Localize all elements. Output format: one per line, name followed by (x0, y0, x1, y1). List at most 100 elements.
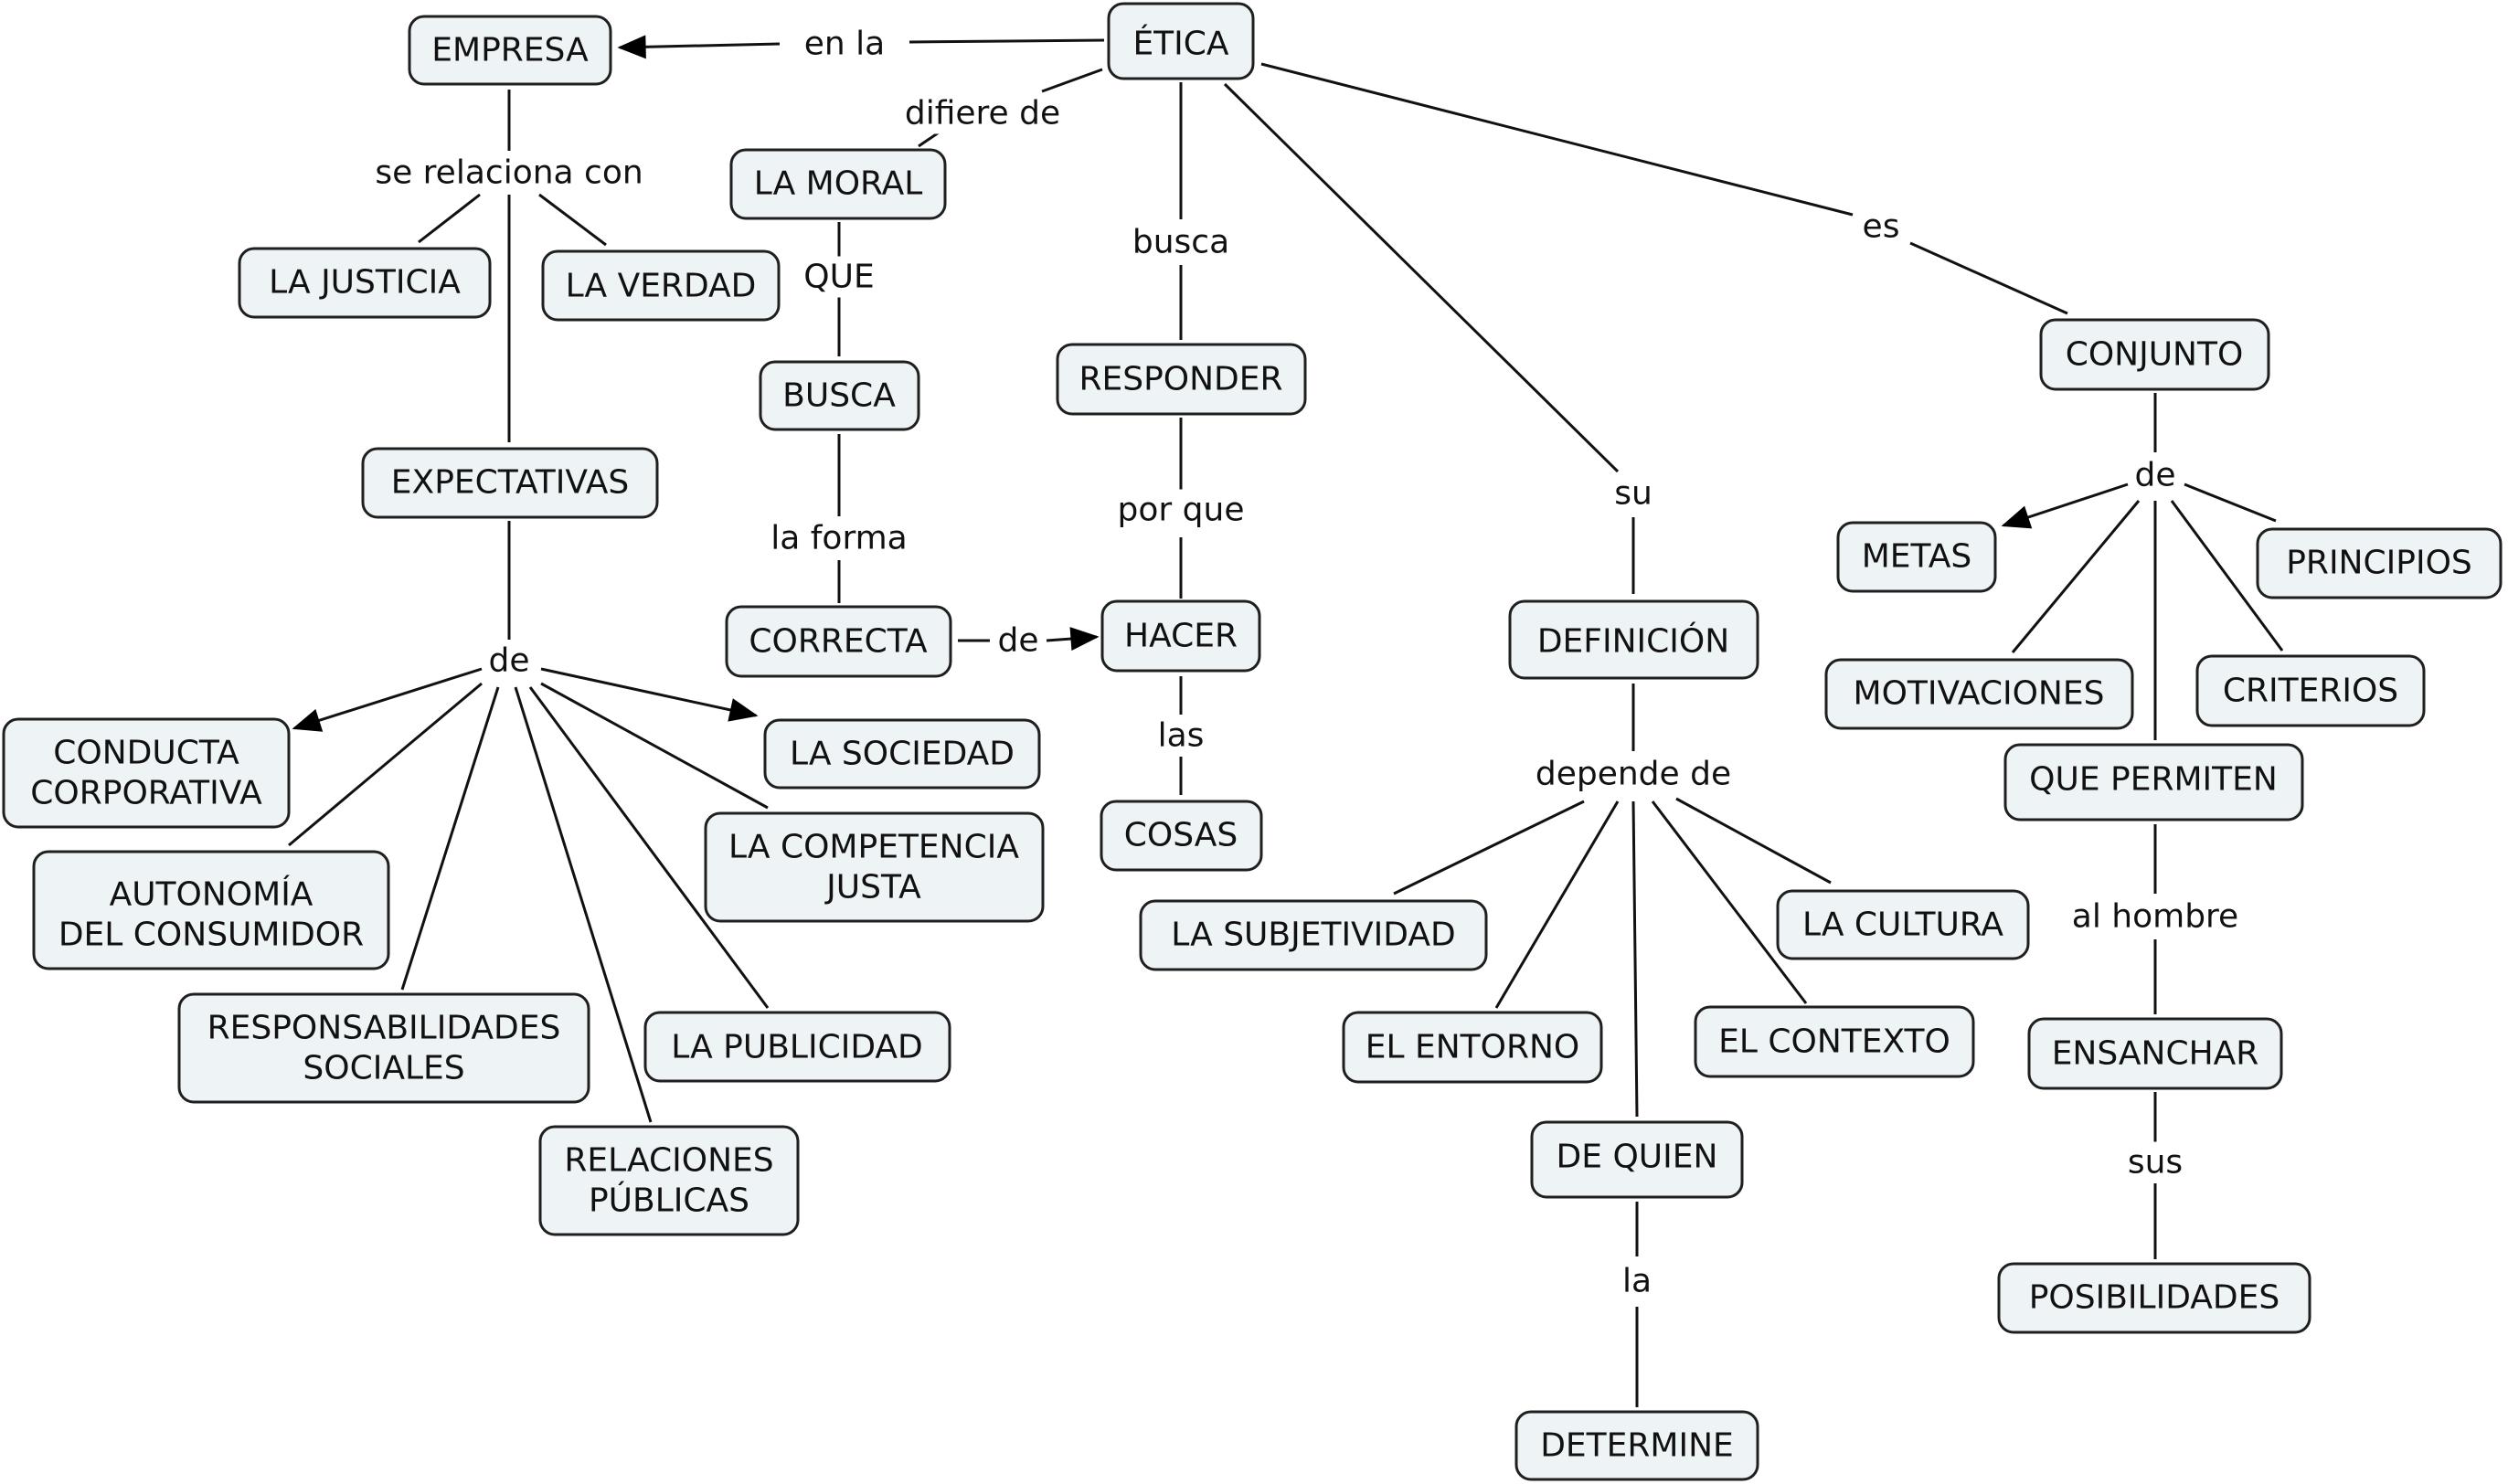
link-label-de-conjunto: de (2135, 457, 2176, 494)
link-label-sus: sus (2128, 1144, 2183, 1182)
node-label: ENSANCHAR (2052, 1035, 2259, 1073)
link-label-backing (1152, 715, 1210, 757)
edge-de-conducta (292, 667, 483, 732)
node-label: LA SUBJETIVIDAD (1171, 917, 1456, 954)
link-label-las: las (1158, 717, 1205, 755)
node-label: RESPONDER (1079, 361, 1282, 398)
link-label-backing (765, 517, 913, 559)
node-label-line-2: DEL CONSUMIDOR (58, 917, 364, 954)
link-label-en-la: en la (804, 26, 885, 63)
node-label: EL CONTEXTO (1718, 1023, 1950, 1061)
node-determine[interactable]: DETERMINE (1514, 1410, 1759, 1481)
node-label-line-1: CONDUCTA (53, 735, 239, 772)
node-autonomia-del-consumidor[interactable]: AUTONOMÍA DEL CONSUMIDOR (32, 850, 390, 970)
node-la-subjetividad[interactable]: LA SUBJETIVIDAD (1139, 899, 1488, 971)
link-label-backing (483, 640, 536, 682)
edge-etica-difiere (1041, 68, 1103, 93)
node-label-line-1: AUTONOMÍA (110, 875, 314, 914)
node-label: EMPRESA (431, 32, 589, 69)
node-label-line-1: LA COMPETENCIA (728, 829, 1019, 866)
node-label-line-2: JUSTA (824, 869, 921, 906)
edge-de-motivaciones (2011, 500, 2141, 653)
link-label-backing (1111, 489, 1250, 531)
node-empresa[interactable]: EMPRESA (408, 15, 612, 86)
node-relaciones-publicas[interactable]: RELACIONES PÚBLICAS (538, 1125, 800, 1236)
node-label: EXPECTATIVAS (391, 464, 629, 502)
node-criterios[interactable]: CRITERIOS (2195, 654, 2426, 727)
node-el-contexto[interactable]: EL CONTEXTO (1694, 1005, 1975, 1078)
link-label-la: la (1622, 1263, 1652, 1300)
link-label-backing (2129, 454, 2182, 496)
node-label: METAS (1862, 538, 1971, 576)
edge-depende-entorno (1494, 800, 1620, 1009)
node-label: LA MORAL (754, 165, 923, 203)
edge-de-publicidad (528, 686, 770, 1009)
node-label: CRITERIOS (2223, 673, 2398, 710)
edge-de-sociedad (540, 667, 759, 722)
node-definicion[interactable]: DEFINICIÓN (1508, 599, 1759, 680)
link-label-backing (1616, 1260, 1658, 1302)
link-labels: en la difiere de busca su es se relacion… (369, 23, 2245, 1302)
node-metas[interactable]: METAS (1836, 521, 1997, 593)
edge-de-principios (2184, 482, 2277, 523)
link-label-es: es (1863, 208, 1900, 246)
node-ensanchar[interactable]: ENSANCHAR (2027, 1017, 2283, 1090)
node-la-justicia[interactable]: LA JUSTICIA (238, 247, 492, 319)
edge-depende-contexto (1651, 800, 1808, 1004)
node-expectativas[interactable]: EXPECTATIVAS (361, 447, 659, 519)
node-el-entorno[interactable]: EL ENTORNO (1342, 1011, 1603, 1084)
node-la-cultura[interactable]: LA CULTURA (1776, 889, 2030, 960)
node-label: CORRECTA (749, 623, 928, 661)
link-label-la-forma: la forma (770, 520, 908, 557)
node-label: LA CULTURA (1802, 906, 2003, 944)
link-label-backing (1609, 472, 1658, 514)
node-label: POSIBILIDADES (2029, 1279, 2280, 1317)
edge-de-hacer (1046, 627, 1100, 652)
link-label-de-expectativas: de (489, 642, 530, 680)
node-label-line-1: RELACIONES (564, 1142, 773, 1180)
node-que-permiten[interactable]: QUE PERMITEN (2003, 743, 2304, 822)
node-label: QUE PERMITEN (2029, 761, 2278, 799)
node-conducta-corporativa[interactable]: CONDUCTA CORPORATIVA (2, 717, 291, 829)
link-label-backing (369, 152, 649, 194)
node-responder[interactable]: RESPONDER (1056, 343, 1307, 416)
node-posibilidades[interactable]: POSIBILIDADES (1997, 1262, 2311, 1334)
node-principios[interactable]: PRINCIPIOS (2256, 527, 2503, 599)
edge-enla-empresa (617, 35, 781, 59)
node-la-sociedad[interactable]: LA SOCIEDAD (763, 718, 1041, 790)
link-label-backing (898, 92, 1067, 134)
edge-etica-su (1223, 82, 1620, 473)
edge-de-competencia (540, 682, 769, 810)
node-hacer[interactable]: HACER (1100, 599, 1261, 673)
link-label-por-que: por que (1118, 492, 1245, 529)
node-label: LA PUBLICIDAD (671, 1029, 923, 1066)
node-la-verdad[interactable]: LA VERDAD (541, 249, 781, 322)
link-label-backing (1126, 221, 1236, 263)
edge-de-autonomia (288, 682, 483, 847)
node-etica[interactable]: ÉTICA (1107, 2, 1255, 80)
node-conjunto[interactable]: CONJUNTO (2039, 318, 2270, 391)
edge-depende-subjetividad (1393, 800, 1585, 896)
link-label-backing (2121, 1141, 2189, 1183)
node-label: BUSCA (782, 377, 896, 415)
node-label-line-2: PÚBLICAS (589, 1182, 749, 1220)
node-label: EL ENTORNO (1366, 1029, 1580, 1066)
node-la-moral[interactable]: LA MORAL (729, 148, 947, 220)
node-busca[interactable]: BUSCA (759, 360, 920, 431)
node-label: HACER (1124, 618, 1238, 655)
edge-etica-enla (909, 38, 1105, 44)
link-label-backing (992, 620, 1045, 662)
node-label: LA SOCIEDAD (790, 736, 1015, 773)
node-correcta[interactable]: CORRECTA (725, 605, 952, 678)
link-label-difiere-de: difiere de (905, 95, 1060, 132)
edge-de-responsabilidades (400, 686, 500, 991)
link-label-backing (1856, 206, 1906, 248)
node-de-quien[interactable]: DE QUIEN (1530, 1120, 1744, 1199)
node-cosas[interactable]: COSAS (1100, 800, 1263, 872)
node-la-publicidad[interactable]: LA PUBLICIDAD (643, 1011, 951, 1083)
node-responsabilidades-sociales[interactable]: RESPONSABILIDADES SOCIALES (177, 992, 590, 1104)
edge-depende-dequien (1631, 800, 1639, 1118)
node-la-competencia-justa[interactable]: LA COMPETENCIA JUSTA (704, 811, 1045, 923)
node-motivaciones[interactable]: MOTIVACIONES (1824, 658, 2134, 730)
